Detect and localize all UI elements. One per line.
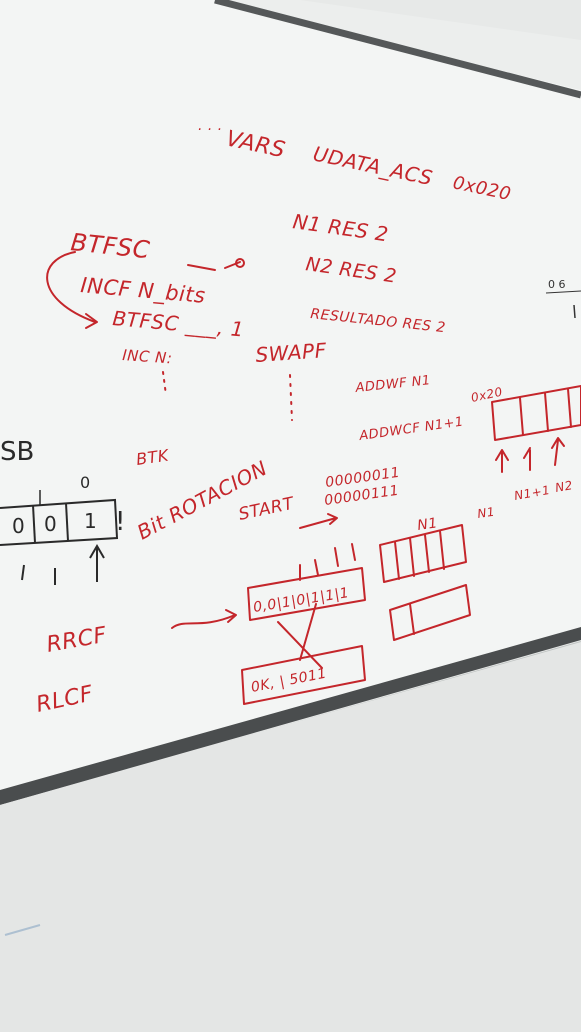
incf-underline	[187, 261, 241, 271]
loop-arrowhead	[85, 313, 98, 329]
edge-underline	[545, 290, 581, 294]
wall-scuff	[4, 924, 41, 936]
memory-box-n1	[379, 524, 467, 583]
edge-tick	[573, 304, 576, 319]
instr-btk: BTK	[135, 445, 171, 469]
register-strip	[491, 385, 581, 441]
register-arrows	[495, 437, 565, 473]
pointer-label: 0x20	[470, 385, 504, 405]
rrcf-arrow	[171, 609, 237, 629]
memory-box-lower	[389, 584, 471, 641]
sb-arrows	[21, 544, 105, 585]
whiteboard-surface	[0, 0, 581, 795]
n1-small-label: N1	[416, 515, 438, 534]
whiteboard-tray	[0, 627, 581, 805]
wall-shadow	[0, 642, 581, 1032]
sb-cell-0: 0	[12, 514, 25, 538]
register-label-n1: N1	[476, 505, 495, 521]
loop-arrow	[46, 251, 96, 323]
sb-cell-1: 0	[44, 512, 57, 536]
whiteboard-top-frame	[214, 0, 581, 99]
sb-cell-2: 1	[84, 509, 97, 533]
edge-text: 0 6	[548, 278, 566, 291]
instr-inc-n: INC N:	[122, 346, 173, 367]
sb-label: SB	[0, 437, 34, 467]
incf-circle	[235, 258, 245, 268]
instr-swapf: SWAPF	[255, 338, 328, 367]
dots-mark: . . .	[198, 118, 223, 134]
rotation-hatch	[299, 543, 356, 581]
sb-bracket: !	[115, 507, 125, 537]
dotted-line-b	[289, 374, 293, 421]
register-label-n1-plus-1: N1+1	[513, 483, 551, 503]
rotation-cross	[277, 603, 323, 669]
sb-bit-box: 0 0 1	[0, 490, 119, 546]
sb-mark: 0	[80, 473, 90, 492]
register-label-n2: N2	[554, 478, 574, 495]
start-arrow	[299, 513, 338, 529]
